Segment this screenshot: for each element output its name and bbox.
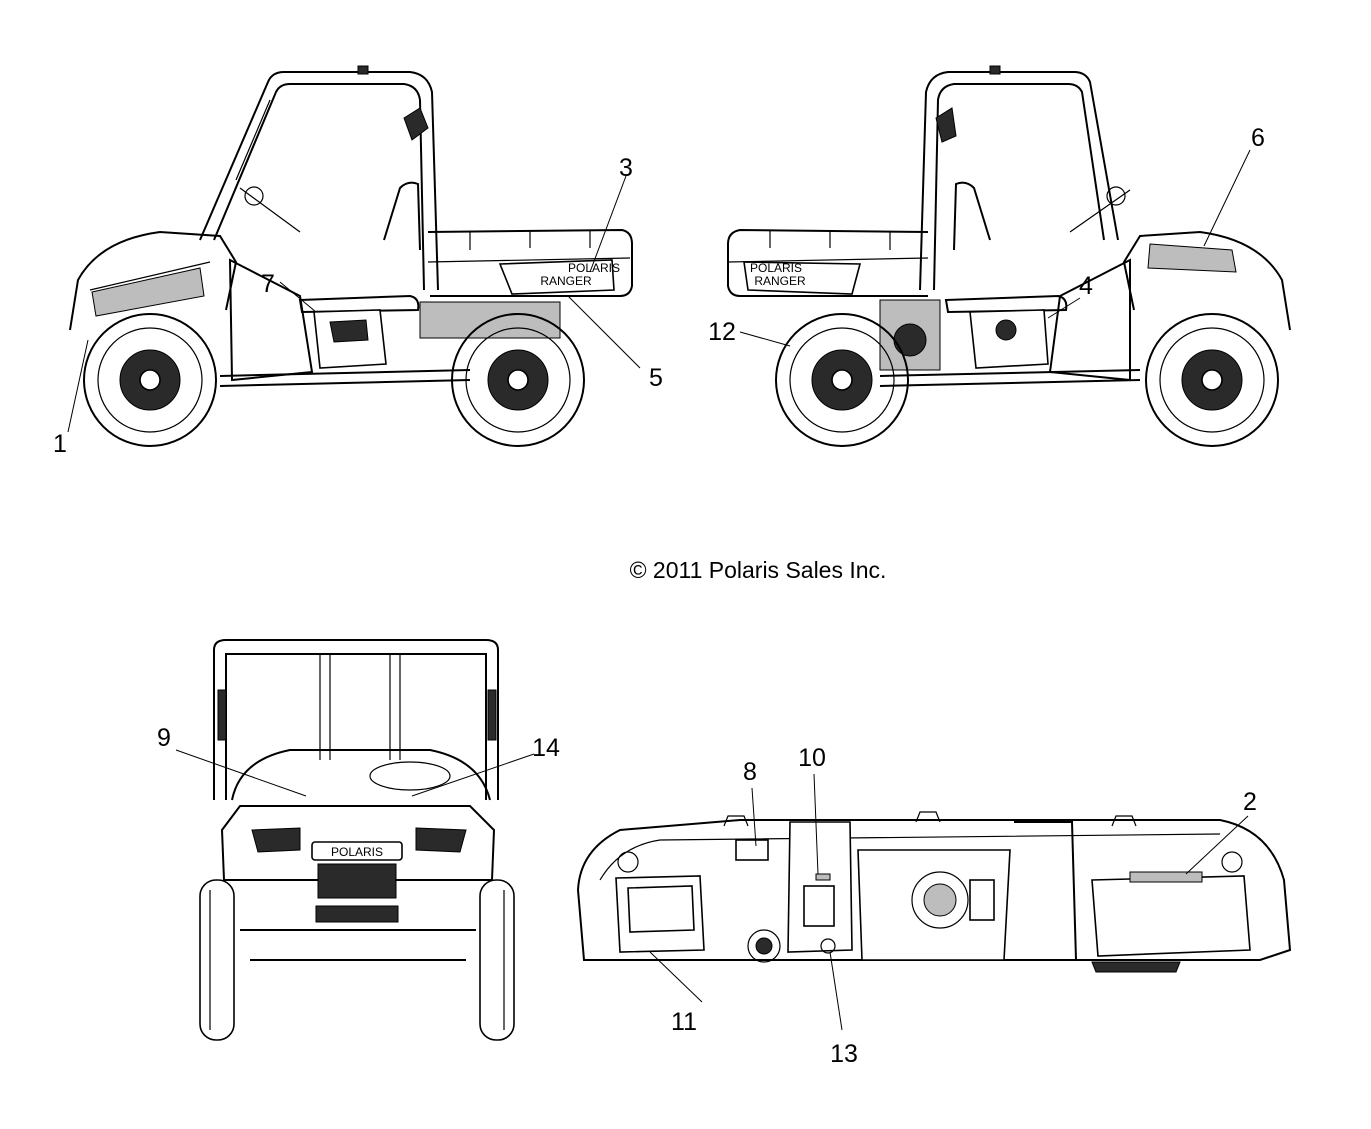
callout-9: 9 [157,724,171,752]
callout-13: 13 [830,1040,858,1068]
callout-3: 3 [619,154,633,182]
callout-6: 6 [1251,124,1265,152]
ranger-decal-text-right: RANGER [754,274,806,288]
callout-14: 14 [532,734,560,762]
callout-10: 10 [798,744,826,772]
vehicle-right-side-view: POLARIS RANGER [727,65,1291,447]
polaris-grille-text: POLARIS [331,845,383,859]
copyright-notice: © 2011 Polaris Sales Inc. [630,557,887,583]
vehicle-front-view: POLARIS [199,639,515,1041]
callout-2: 2 [1243,788,1257,816]
callout-7: 7 [261,270,275,298]
callout-4: 4 [1079,272,1093,300]
dashboard-view [576,811,1292,973]
callout-8: 8 [743,758,757,786]
vehicle-left-side-view: POLARIS RANGER [69,65,633,447]
callout-1: 1 [53,430,67,458]
leader-lines [67,149,1251,1031]
callout-12: 12 [708,318,736,346]
callout-5: 5 [649,364,663,392]
ranger-decal-text-left: RANGER [540,274,592,288]
polaris-box-decal: POLARIS [568,261,620,275]
callout-11: 11 [671,1008,697,1036]
polaris-box-decal-right: POLARIS [750,261,802,275]
